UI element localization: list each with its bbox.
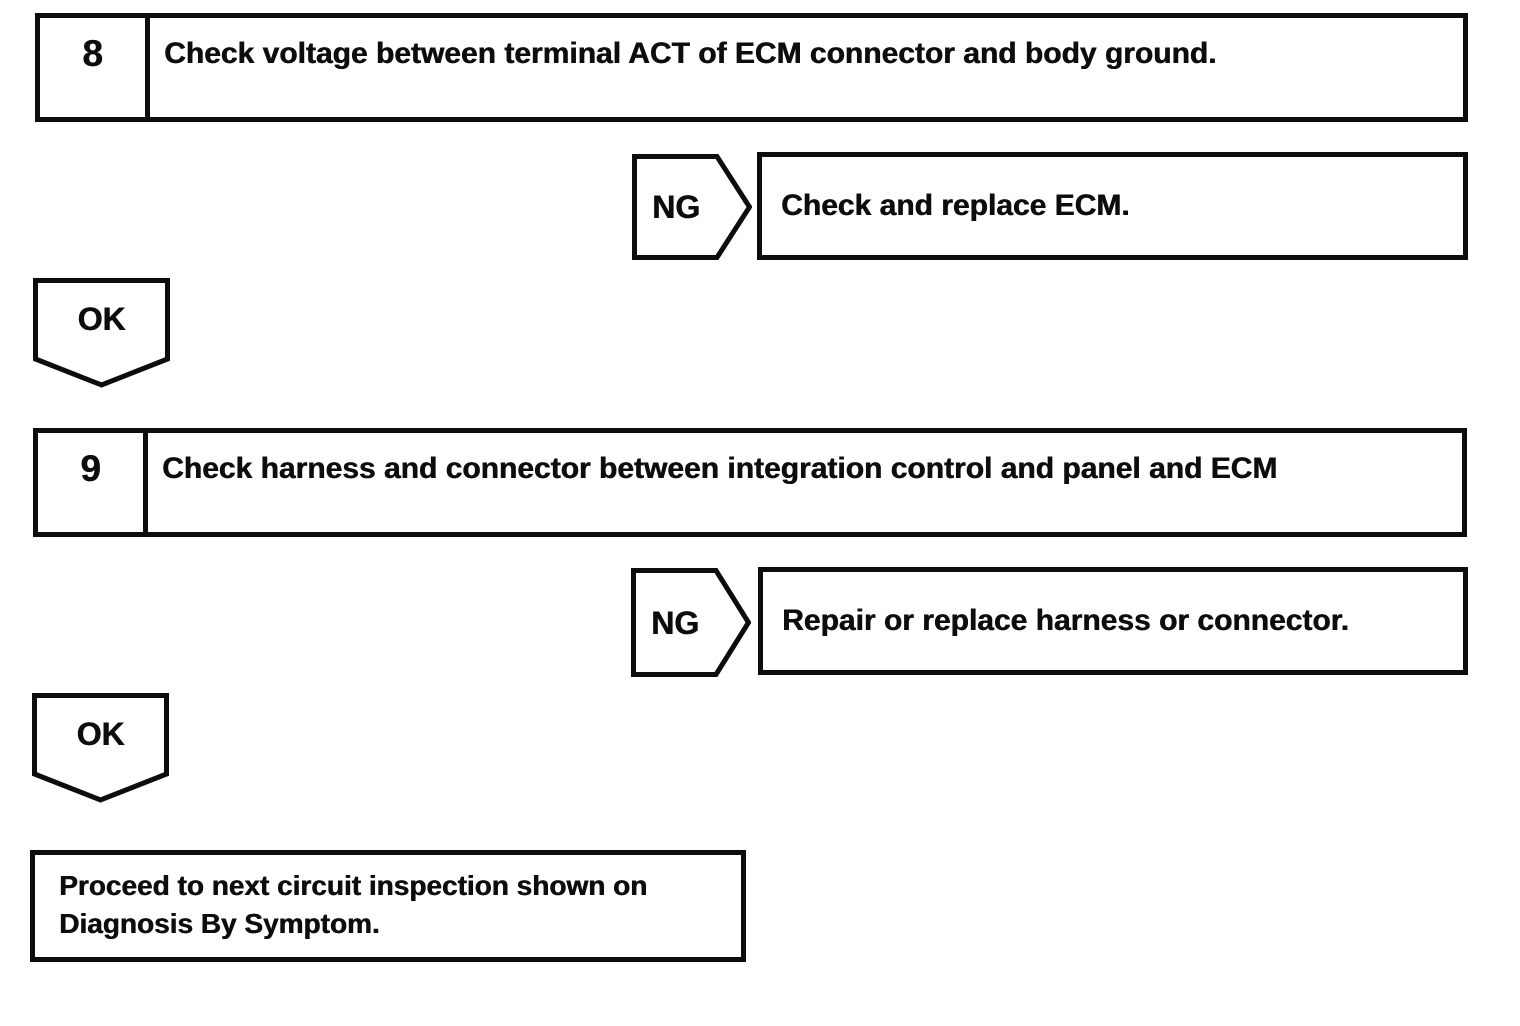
ng-label: NG: [652, 189, 700, 225]
ok-arrow-icon: [33, 278, 170, 388]
step-8-number: 8: [40, 18, 150, 117]
step-9-instruction: Check harness and connector between inte…: [162, 452, 1278, 485]
terminal-box: Proceed to next circuit inspection shown…: [30, 850, 746, 962]
ok-label: OK: [76, 716, 125, 752]
ng-arrow-icon: [631, 568, 751, 677]
ng-arrow-icon: [632, 154, 752, 260]
step-8-box: 8 Check voltage between terminal ACT of …: [35, 13, 1468, 122]
step-8-ng-action-box: Check and replace ECM.: [757, 152, 1468, 260]
step-9-box: 9 Check harness and connector between in…: [33, 428, 1467, 537]
step-9-ng-connector: NG: [631, 568, 751, 677]
ok-label: OK: [77, 301, 126, 337]
step-9-ng-action-box: Repair or replace harness or connector.: [758, 567, 1468, 675]
step-8-ng-connector: NG: [632, 154, 752, 260]
terminal-line-2: Diagnosis By Symptom.: [59, 908, 380, 939]
ng-label: NG: [651, 604, 699, 641]
step-9-ng-action-text: Repair or replace harness or connector.: [782, 604, 1349, 637]
terminal-line-1: Proceed to next circuit inspection shown…: [59, 870, 648, 901]
step-8-ok-connector: OK: [33, 278, 170, 388]
step-8-instruction: Check voltage between terminal ACT of EC…: [164, 37, 1217, 70]
step-8-ng-action-text: Check and replace ECM.: [781, 189, 1130, 222]
ok-arrow-icon: [32, 693, 169, 803]
step-9-ok-connector: OK: [32, 693, 169, 803]
step-9-number: 9: [38, 433, 148, 532]
